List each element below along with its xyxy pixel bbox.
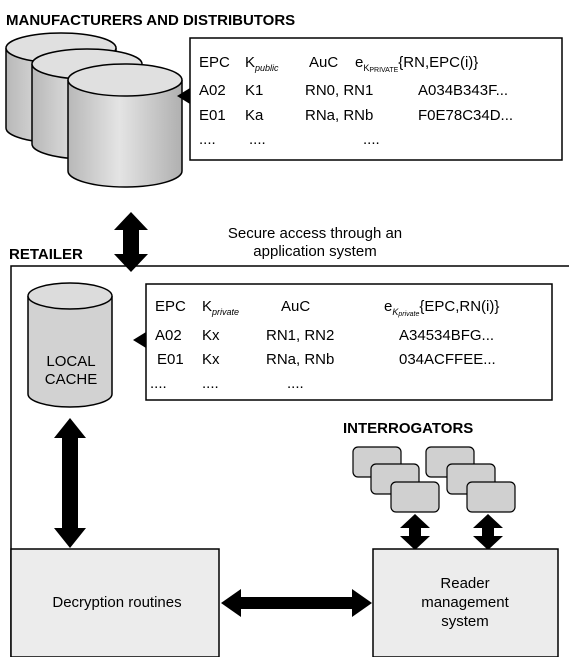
rt-row1-epc: A02 — [155, 327, 182, 344]
interrogator-reader-icon — [466, 481, 516, 513]
rt-row3-auc: .... — [287, 375, 304, 392]
manufacturers-heading: MANUFACTURERS AND DISTRIBUTORS — [6, 12, 295, 29]
mt-header-e-sub: K — [363, 63, 369, 73]
mt-row1-enc: A034B343F... — [418, 82, 508, 99]
rt-header-e-subsub: private — [397, 311, 419, 318]
rt-row1-k: Kx — [202, 327, 220, 344]
manufacturer-database-icon — [5, 32, 183, 188]
secure-access-line1: Secure access through an — [228, 225, 402, 242]
secure-access-line2: application system — [253, 243, 376, 260]
local-cache-database-icon — [27, 282, 113, 408]
rt-row2-enc: 034ACFFEE... — [399, 351, 496, 368]
mt-header-k-main: K — [245, 54, 255, 71]
retailer-frame — [10, 265, 569, 657]
local-cache-label-line2: CACHE — [45, 371, 98, 388]
retailer-heading: RETAILER — [9, 246, 83, 263]
rt-header-k-main: K — [202, 298, 212, 315]
cache-decryption-arrow-icon — [54, 418, 86, 548]
mt-header-payload: {RN,EPC(i)} — [398, 54, 478, 71]
database-cylinder-3 — [67, 63, 183, 188]
rt-row1-enc: A34534BFG... — [399, 327, 494, 344]
rt-header-auc: AuC — [281, 298, 310, 315]
mt-row3-auc: .... — [363, 131, 380, 148]
mt-row1-auc: RN0, RN1 — [305, 82, 373, 99]
rt-header-e-main: e — [384, 298, 392, 315]
mt-header-k: Kpublic — [245, 54, 279, 73]
mt-header-epc: EPC — [199, 54, 230, 71]
rt-row1-auc: RN1, RN2 — [266, 327, 334, 344]
manufacturer-table-box — [189, 37, 563, 161]
reader-management-box — [372, 548, 559, 657]
retailer-table-pointer-icon — [133, 332, 146, 348]
mt-header-auc: AuC — [309, 54, 338, 71]
interrogator-group-right — [425, 446, 516, 513]
mt-header-e-main: e — [355, 54, 363, 71]
decryption-reader-arrow-icon — [221, 589, 372, 617]
retailer-table: EPC Kprivate AuC eKprivate{EPC,RN(i)} A0… — [150, 298, 499, 392]
rt-row2-auc: RNa, RNb — [266, 351, 334, 368]
secure-access-arrow-icon — [114, 212, 148, 272]
decryption-routines-box — [10, 548, 220, 657]
retailer-table-box — [145, 283, 553, 401]
mt-row2-enc: F0E78C34D... — [418, 107, 513, 124]
interrogator-group-left — [352, 446, 440, 513]
interrogators-heading: INTERROGATORS — [343, 420, 473, 437]
mt-row3-epc: .... — [199, 131, 216, 148]
rt-row3-epc: .... — [150, 375, 167, 392]
rt-header-k-sub: private — [211, 307, 239, 317]
interrogator-reader-icon — [390, 481, 440, 513]
rt-row2-epc: E01 — [157, 351, 184, 368]
mt-row3-k: .... — [249, 131, 266, 148]
decryption-routines-label: Decryption routines — [52, 594, 181, 611]
mt-row2-epc: E01 — [199, 107, 226, 124]
reader-management-line3: system — [441, 613, 489, 630]
mt-row1-epc: A02 — [199, 82, 226, 99]
interrogator-arrow-right-icon — [473, 514, 503, 550]
mt-row2-auc: RNa, RNb — [305, 107, 373, 124]
mt-row1-k: K1 — [245, 82, 263, 99]
rt-row3-k: .... — [202, 375, 219, 392]
manufacturer-table-pointer-icon — [177, 88, 190, 104]
mt-header-enc: eKPRIVATE{RN,EPC(i)} — [355, 54, 478, 74]
rt-header-payload: {EPC,RN(i)} — [419, 298, 499, 315]
rt-header-enc: eKprivate{EPC,RN(i)} — [384, 298, 499, 318]
mt-header-e-subsub: PRIVATE — [369, 67, 398, 74]
mt-header-k-sub: public — [254, 63, 279, 73]
interrogator-arrow-left-icon — [400, 514, 430, 550]
rt-header-e-sub: K — [392, 307, 399, 317]
reader-management-line2: management — [421, 594, 509, 611]
local-cache-label-line1: LOCAL — [46, 353, 95, 370]
rt-header-epc: EPC — [155, 298, 186, 315]
rt-row2-k: Kx — [202, 351, 220, 368]
reader-management-line1: Reader — [440, 575, 489, 592]
mt-row2-k: Ka — [245, 107, 264, 124]
rt-header-k: Kprivate — [202, 298, 239, 317]
manufacturer-table: EPC Kpublic AuC eKPRIVATE{RN,EPC(i)} A02… — [199, 54, 513, 148]
